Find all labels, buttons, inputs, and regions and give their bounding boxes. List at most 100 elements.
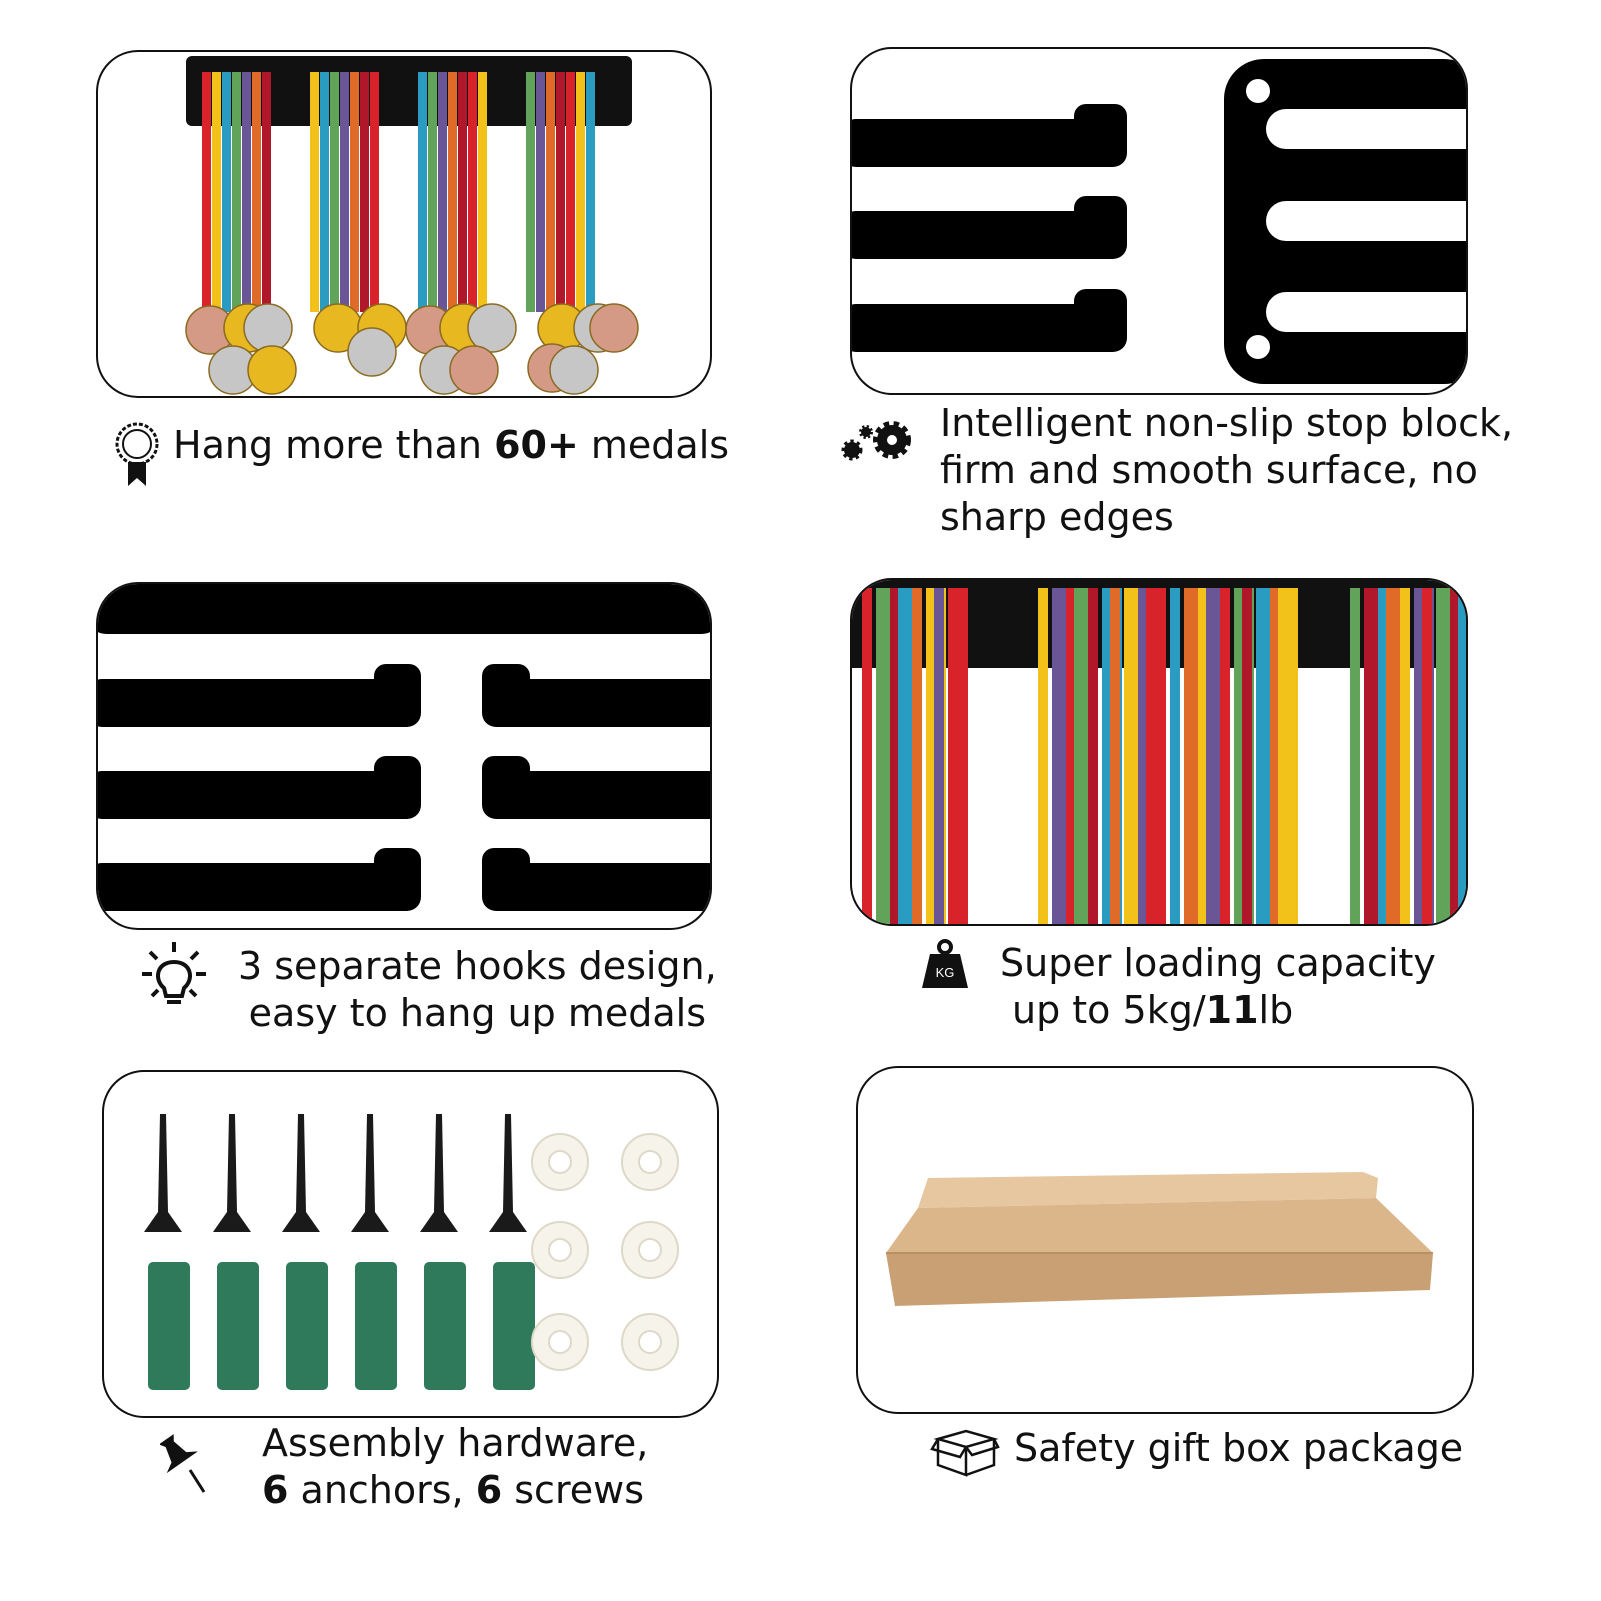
medal <box>467 303 517 353</box>
feature-hardware-caption: Assembly hardware, 6 anchors, 6 screws <box>262 1420 648 1514</box>
ribbon <box>360 72 369 312</box>
ribbon <box>1170 588 1180 924</box>
ribbon <box>1242 588 1252 924</box>
caption-line: easy to hang up medals <box>248 991 707 1035</box>
ribbon <box>526 72 535 312</box>
ribbon <box>862 588 872 924</box>
gift-box-photo <box>856 1066 1474 1414</box>
ribbon <box>1138 588 1148 924</box>
stop-block-closeup <box>850 47 1468 395</box>
ribbon <box>1378 588 1388 924</box>
ribbon <box>586 72 595 312</box>
screw <box>144 1114 182 1232</box>
ribbons-closeup <box>850 578 1468 926</box>
ribbon <box>350 72 359 312</box>
ribbon <box>1278 588 1298 924</box>
ribbon <box>1038 588 1048 924</box>
ribbon <box>428 72 437 312</box>
ribbon <box>1066 588 1076 924</box>
ribbon <box>418 72 427 312</box>
lightbulb-icon <box>138 940 210 1016</box>
spacer-hole <box>638 1330 662 1354</box>
wall-anchor <box>217 1262 259 1390</box>
caption-text: Hang more than <box>173 423 495 467</box>
screw <box>213 1114 251 1232</box>
caption-line: 3 separate hooks design, <box>238 944 717 988</box>
ribbon <box>232 72 241 312</box>
ribbon <box>262 72 271 312</box>
medal <box>243 303 293 353</box>
anchor-count: 6 <box>262 1468 289 1512</box>
ribbon <box>310 72 319 312</box>
gears-icon <box>838 418 916 468</box>
feature-stop-block-caption: Intelligent non-slip stop block, firm an… <box>940 400 1513 541</box>
caption-line: sharp edges <box>940 495 1174 539</box>
wall-anchor <box>355 1262 397 1390</box>
ribbon <box>1110 588 1120 924</box>
wall-anchor <box>286 1262 328 1390</box>
caption-text: lb <box>1258 988 1294 1032</box>
screw <box>351 1114 389 1232</box>
ribbon <box>330 72 339 312</box>
ribbon <box>1422 588 1432 924</box>
caption-bold: 60+ <box>494 423 579 467</box>
ribbon <box>1146 588 1166 924</box>
ribbon <box>934 588 944 924</box>
ribbon <box>370 72 379 312</box>
caption-bold: 11 <box>1205 988 1259 1032</box>
wall-anchor <box>424 1262 466 1390</box>
wall-anchor <box>148 1262 190 1390</box>
feature-package-caption: Safety gift box package <box>1014 1426 1464 1470</box>
medal-rack-photo <box>96 50 712 398</box>
caption-text: screws <box>502 1468 644 1512</box>
ribbon <box>320 72 329 312</box>
medal <box>589 303 639 353</box>
caption-line: firm and smooth surface, no <box>940 448 1478 492</box>
medal <box>247 345 297 395</box>
ribbon <box>340 72 349 312</box>
ribbon <box>556 72 565 312</box>
caption-line: 6 anchors, 6 screws <box>262 1467 648 1514</box>
medal <box>347 327 397 377</box>
caption-text: up to 5kg/ <box>1012 988 1206 1032</box>
ribbon <box>546 72 555 312</box>
ribbon <box>1450 588 1460 924</box>
caption-line: Intelligent non-slip stop block, <box>940 401 1514 445</box>
ribbon <box>1198 588 1208 924</box>
ribbon <box>252 72 261 312</box>
ribbon <box>478 72 487 312</box>
spacer-hole <box>548 1330 572 1354</box>
ribbon <box>536 72 545 312</box>
spacer-hole <box>548 1150 572 1174</box>
screw <box>489 1114 527 1232</box>
medal <box>549 345 599 395</box>
caption-line: Assembly hardware, <box>262 1421 649 1465</box>
pushpin-icon <box>158 1430 212 1500</box>
ribbon <box>1400 588 1410 924</box>
ribbon <box>1458 588 1466 924</box>
ribbon <box>1270 588 1280 924</box>
ribbon <box>566 72 575 312</box>
ribbon <box>458 72 467 312</box>
caption-line: Super loading capacity <box>1000 941 1436 985</box>
screw <box>282 1114 320 1232</box>
ribbon <box>890 588 900 924</box>
rack-bar <box>186 56 632 126</box>
ribbon <box>448 72 457 312</box>
ribbon <box>912 588 922 924</box>
spacer-hole <box>638 1238 662 1262</box>
ribbon <box>438 72 447 312</box>
spacer-hole <box>638 1150 662 1174</box>
ribbon <box>948 588 968 924</box>
hardware-photo <box>102 1070 719 1418</box>
wall-anchor <box>493 1262 535 1390</box>
spacer-hole <box>548 1238 572 1262</box>
caption-line: up to 5kg/11lb <box>1000 987 1436 1034</box>
feature-hooks-caption: 3 separate hooks design, easy to hang up… <box>238 943 717 1037</box>
caption-text: medals <box>578 423 730 467</box>
medal <box>449 345 499 395</box>
feature-load-caption: Super loading capacity up to 5kg/11lb <box>1000 940 1436 1034</box>
screw <box>420 1114 458 1232</box>
ribbon <box>1220 588 1230 924</box>
screw-count: 6 <box>475 1468 503 1512</box>
